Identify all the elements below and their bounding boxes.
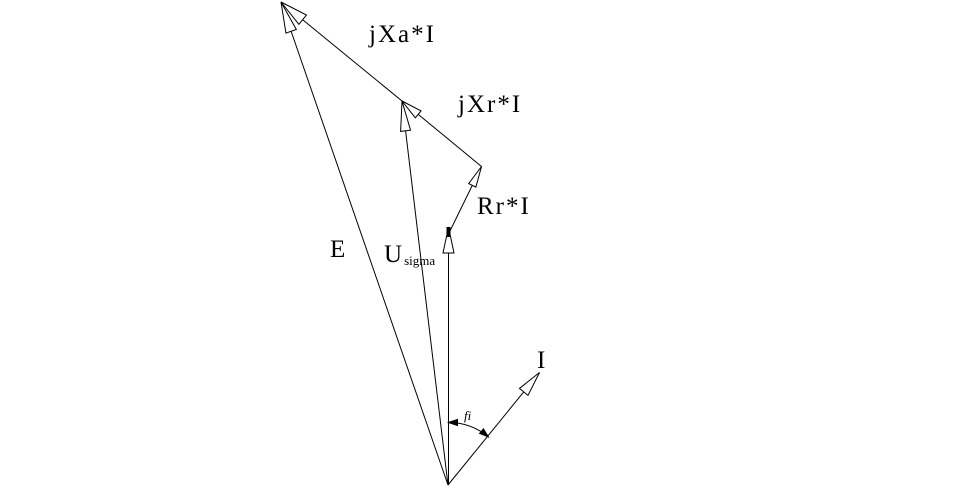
joint-marker — [446, 227, 451, 237]
label-e: E — [330, 236, 348, 263]
label-i: I — [537, 347, 548, 374]
label-u-sigma-subscript: sigma — [404, 253, 436, 268]
vector-i-arrowhead — [518, 372, 540, 397]
vector-jxa-i-arrowhead — [280, 1, 308, 26]
label-jxr-i: jXr*I — [458, 91, 523, 118]
vector-jxr-i-arrowhead — [401, 100, 422, 119]
angle-arc-arrowhead-left — [446, 418, 458, 427]
vector-u-sigma-shaft — [401, 100, 449, 486]
label-jxa-i: jXa*I — [369, 21, 436, 48]
angle-arc-arrowhead-right — [478, 428, 490, 438]
vector-e-arrowhead — [280, 1, 298, 34]
label-u-sigma-main: U — [384, 241, 405, 268]
label-rr-i: Rr*I — [477, 193, 531, 220]
vector-u-arrowhead — [442, 226, 455, 254]
label-u-sigma: Usigma — [384, 242, 435, 267]
vector-u-sigma-arrowhead — [400, 100, 412, 132]
vector-e-shaft — [280, 1, 449, 486]
vector-rr-i-arrowhead — [467, 166, 482, 188]
label-phi-angle: fi — [464, 408, 472, 423]
